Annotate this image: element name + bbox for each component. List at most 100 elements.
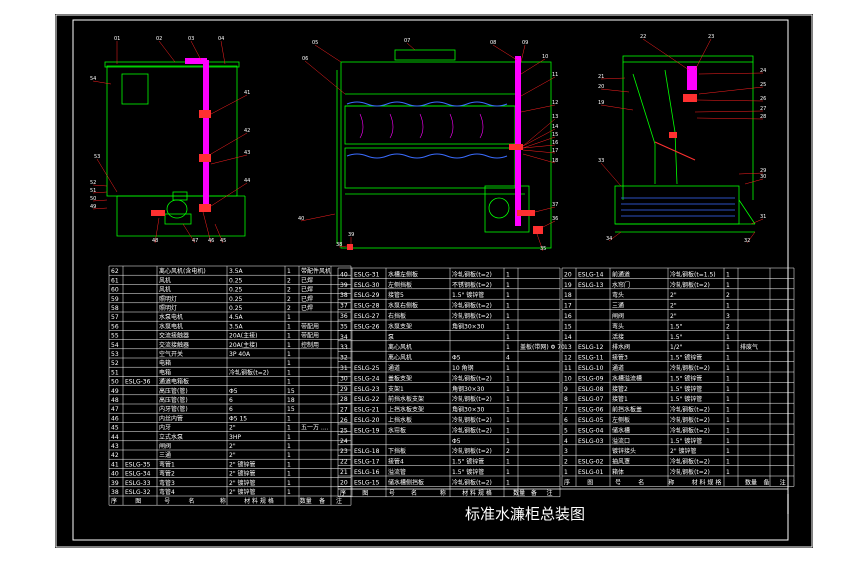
bom-cell: 带配件风机: [301, 267, 331, 275]
bom-cell: 镀锌接头: [612, 447, 636, 455]
bom-cell: 上挡水板支架: [388, 406, 424, 414]
bom-cell: 46: [111, 415, 119, 422]
bom-cell: 2": [670, 303, 677, 310]
bom-cell: ESLG-18: [354, 448, 380, 455]
bom-cell: 1: [726, 469, 730, 476]
bom-cell: 泵: [388, 334, 394, 341]
bom-cell: 1.5": [670, 334, 683, 341]
section-water-hatch: [621, 197, 735, 217]
bom-cell: 34: [340, 334, 348, 341]
bom-cell: 1: [726, 375, 730, 382]
bom-cell: 5: [564, 427, 568, 434]
bom-header-cell: 数量: [300, 497, 312, 505]
bom-cell: 60: [111, 287, 119, 294]
bom-cell: 57: [111, 314, 119, 321]
callout-51: 51: [90, 188, 96, 194]
bom-cell: 冷轧钢板(t=2): [452, 374, 492, 382]
bom-header-cell: 注: [336, 497, 342, 505]
bom-cell: 1: [287, 461, 291, 468]
bom-cell: 2: [726, 323, 730, 330]
bom-cell: 1: [726, 303, 730, 310]
bom-cell: 49: [111, 388, 119, 395]
bom-cell: 弯头: [612, 291, 624, 299]
bom-header-cell: 号: [615, 479, 621, 486]
bom-cell: 6: [229, 406, 233, 413]
bom-header-cell: 名: [638, 478, 644, 486]
callout-06: 06: [302, 56, 308, 62]
bom-cell: 1: [287, 434, 291, 441]
bom-cell: 3.5A: [229, 268, 244, 275]
bom-cell: 1: [726, 282, 730, 289]
bom-cell: 40: [340, 271, 348, 278]
bom-cell: 20A(主接): [229, 341, 257, 349]
bom-cell: 56: [111, 323, 119, 330]
callout-13: 13: [552, 114, 558, 120]
bom-cell: 控制用: [301, 341, 319, 349]
bom-cell: 2: [506, 448, 510, 455]
bom-header-cell: 材 料 规 格: [462, 489, 492, 497]
bom-header-cell: 数量: [745, 478, 757, 486]
bom-cell: 54: [111, 342, 119, 349]
bom-cell: 冷轧钢板(t=2): [229, 368, 269, 376]
callout-34: 34: [606, 236, 612, 242]
bom-cell: 2": [670, 313, 677, 320]
bom-cell: 1: [726, 334, 730, 341]
bom-cell: 3HP: [229, 434, 241, 441]
callout-14: 14: [552, 124, 558, 130]
bom-cell: 39: [340, 282, 348, 289]
bom-cell: 高压管(管): [159, 387, 188, 395]
bom-cell: 水槽左侧板: [388, 270, 418, 278]
bom-cell: 接管1: [612, 395, 628, 403]
pump-motor: [166, 199, 188, 219]
callout-37: 37: [552, 202, 558, 208]
callout-48: 48: [152, 238, 158, 244]
callout-17: 17: [552, 148, 558, 154]
bom-cell: 冷轧钢板(t=2): [452, 447, 492, 455]
bom-cell: 角钢30×30: [452, 385, 484, 393]
bom-cell: 1: [506, 303, 510, 310]
callout-16: 16: [552, 140, 558, 146]
bom-cell: ESLG-09: [578, 375, 604, 382]
bom-cell: 通道: [612, 364, 624, 372]
bom-cell: 1: [506, 323, 510, 330]
bom-cell: 储水槽: [612, 426, 630, 434]
bom-cell: 已焊: [301, 295, 313, 303]
section-pipework: [654, 66, 697, 161]
callout-45: 45: [220, 238, 226, 244]
bom-header-cell: 图: [362, 490, 368, 497]
bom-cell: 左侧挡板: [388, 281, 412, 289]
bom-cell: ESLG-33: [125, 480, 151, 487]
callout-15: 15: [552, 132, 558, 138]
bom-cell: ESLG-20: [354, 417, 380, 424]
bom-cell: 内牙: [159, 424, 171, 432]
bom-header-cell: 图: [587, 479, 593, 486]
callout-10: 10: [542, 54, 548, 60]
bom-cell: 1.5" 镀锌管: [452, 468, 484, 476]
bom-cell: 31: [340, 365, 348, 372]
bom-cell: 1: [287, 360, 291, 367]
bom-cell: 55: [111, 333, 119, 340]
bom-cell: 1: [287, 480, 291, 487]
bom-cell: 1: [506, 334, 510, 341]
